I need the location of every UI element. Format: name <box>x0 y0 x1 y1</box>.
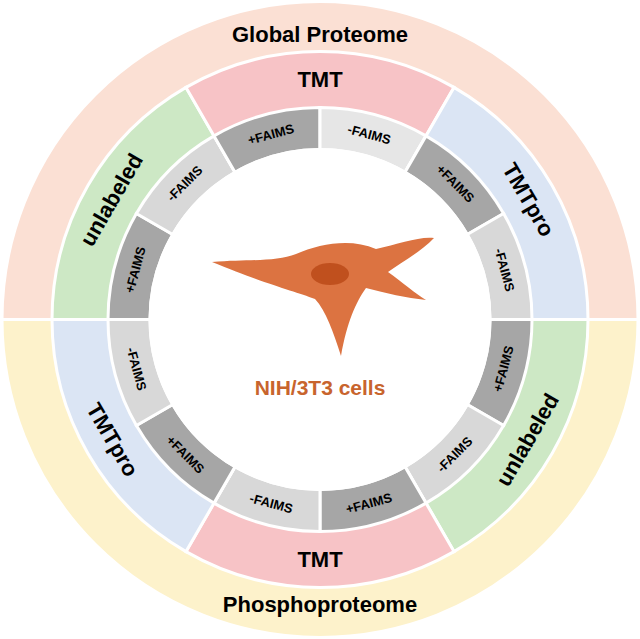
cell-label: NIH/3T3 cells <box>255 376 386 399</box>
segment-label: TMT <box>297 67 342 91</box>
cell-nucleus <box>311 263 349 285</box>
segment-label: Global Proteome <box>232 22 408 46</box>
cell-illustration <box>212 238 434 356</box>
center-disc <box>150 150 490 490</box>
segment-label: TMT <box>297 547 342 571</box>
segment-label: Phosphoproteome <box>223 592 417 616</box>
